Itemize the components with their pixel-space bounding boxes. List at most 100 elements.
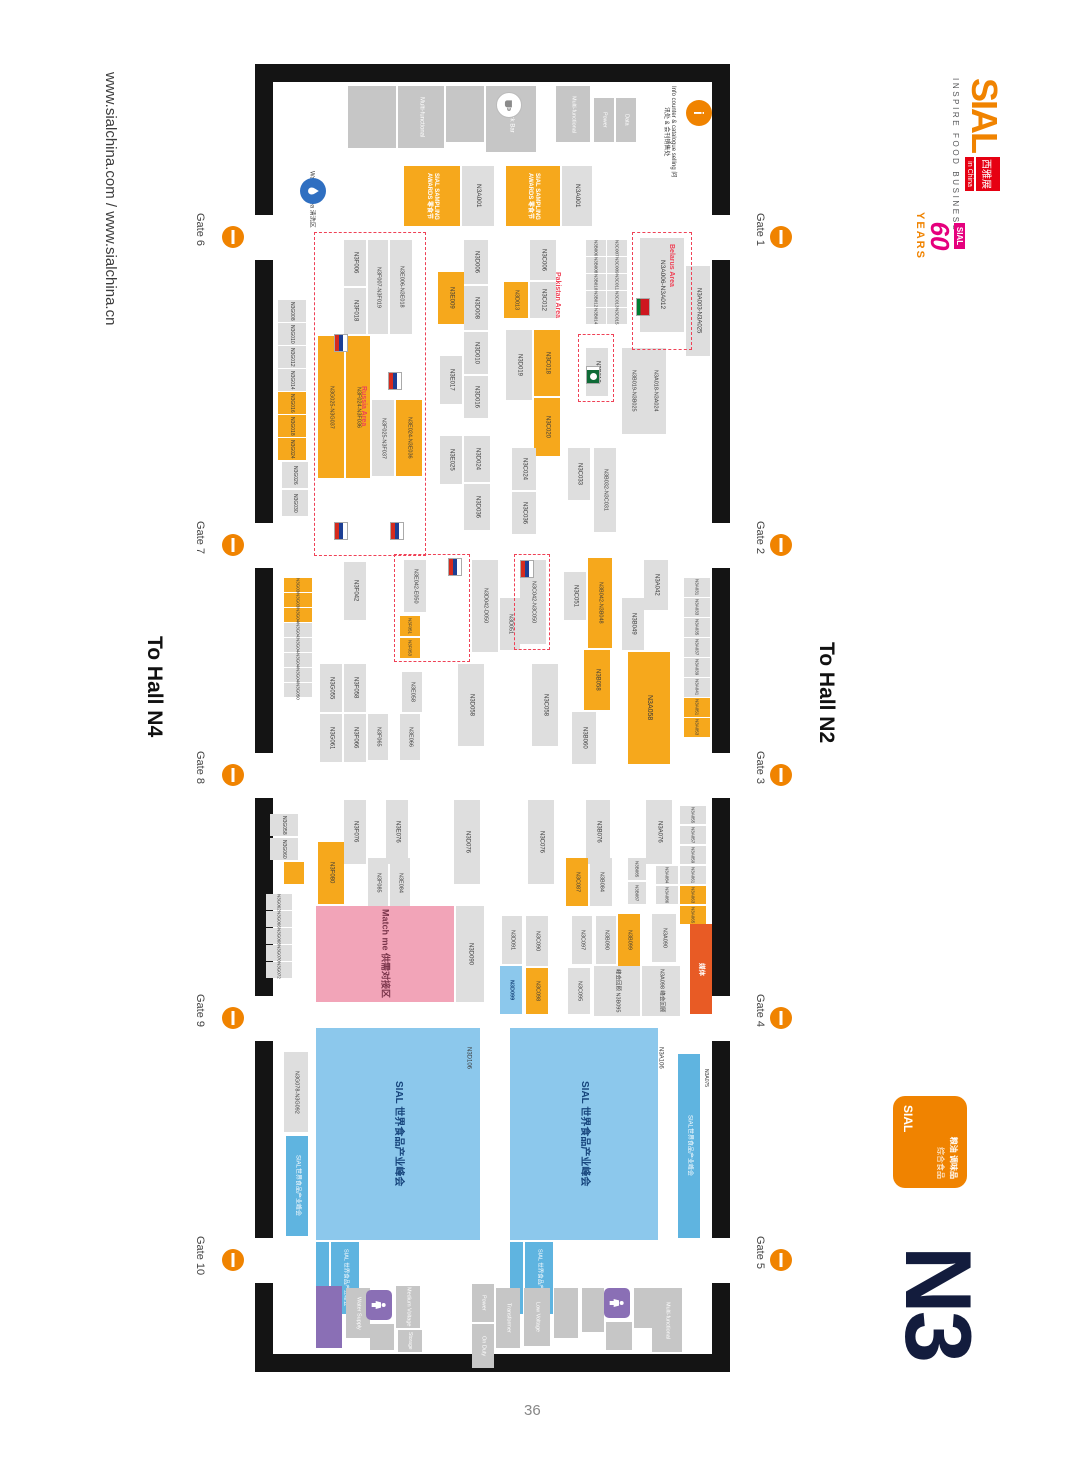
gate-icon [222,1249,244,1271]
booth: N3A059 [680,846,706,864]
page-number: 36 [524,1402,541,1419]
by-flag-icon [636,298,650,316]
hall-code-text: N3 [886,1245,991,1361]
booth: N3A090 [652,914,676,962]
wall-segment [712,260,730,523]
booth: N3D090 [456,906,484,1002]
booth: N3F066 [344,714,366,762]
booth: N3D058 [458,664,484,746]
website-url: www.sialchina.com / www.sialchina.cn [102,72,119,326]
booth: N3A053 [684,718,710,737]
booth: N3E009 [438,272,464,324]
booth: N3A061 [680,866,706,884]
hall-theme-badge: 粮油 调味品 综合食品 SIAL [893,1096,967,1188]
booth: N3E017 [440,356,462,404]
booth: N3F025-N3F037 [372,400,394,476]
booth: N3F051 [400,616,420,636]
booth: N3A018-N3A024 [644,348,666,434]
booth: N3G044 [284,638,312,655]
booth: N3G016 [278,392,306,414]
booth: N3A055 [680,806,706,824]
ru-flag-icon [520,560,534,578]
gate-label: Gate 2 [754,521,766,555]
booth: N3B087 [628,882,646,904]
wall-segment [255,64,273,215]
booth: SIAL世界食品产业峰会 [678,1054,700,1238]
wall-segment [712,798,730,996]
facility [316,1286,342,1348]
to-hall-n2-label: To Hall N2 [815,642,838,744]
facility [582,1288,604,1332]
gate-label: Gate 5 [754,1236,766,1270]
sial-logo-cn: 西雅展 [976,157,1000,192]
facility [606,1322,632,1350]
facility [634,1288,652,1328]
booth: N3G024 [278,438,306,460]
booth: N3B085 [628,858,646,880]
booth: N3A039 [684,658,710,677]
booth: N3C020 [534,398,560,456]
booth: N3E042-E050 [404,560,426,612]
booth: N3F065 [368,714,388,760]
booth: N3A084 [656,866,678,884]
gate-icon [222,764,244,786]
booth: N3B032-N3C031 [594,448,616,532]
ru-flag-icon [334,522,348,540]
to-hall-n4-label: To Hall N4 [143,636,166,738]
wall-segment [712,1041,730,1238]
booth: N3G055 [320,664,342,712]
sial-logo-in-china: in China [965,157,974,192]
ru-flag-icon [390,522,404,540]
facility [348,86,396,148]
sial-logo-red-block: 西雅展 in China [965,157,1000,192]
facility [370,1324,394,1350]
booth: N3A075 [703,1068,709,1088]
booth [284,862,304,884]
booth: N3C007 [607,240,627,257]
booth: N3A057 [680,826,706,844]
booth: N3G010 [278,323,306,345]
booth: N3A001 [562,166,592,226]
booth: N3C011 [607,274,627,290]
booth: N3C058 [532,664,558,746]
booth: N3G036 [284,578,312,595]
booth: N3G030 [282,490,308,516]
wall-segment [712,64,730,215]
booth: N3A086 [656,886,678,904]
facility: Multi-functional [556,86,590,142]
booth: N3C090 [526,916,548,966]
booth: N3G046 [284,653,312,670]
facility [554,1288,578,1338]
booth: N3G072 [266,962,292,979]
booth: N3A098 峰会回顾 [642,966,680,1016]
booth: N3A051 [684,698,710,717]
booth: N3D006 [464,240,488,284]
booth: N3E076 [386,800,408,864]
gate-icon [222,226,244,248]
gate-icon [222,534,244,556]
booth: N3C033 [568,448,590,500]
booth: N3B099 [618,914,640,966]
gate-icon [770,764,792,786]
booth: SIAL 世界食品产业峰会 [316,1028,480,1240]
wall-segment [712,1283,730,1372]
booth: N3A031 [684,578,710,597]
booth: N3D036 [464,484,490,530]
facility: Multi-functional [652,1288,682,1352]
ru-flag-icon [448,558,462,576]
booth: N3G058 [270,814,298,836]
booth: N3B012 [586,291,606,307]
booth: N3C012 [530,282,556,318]
booth: N3B019-N3B025 [622,348,644,434]
booth: N3D013 [504,282,528,318]
gate-label: Gate 9 [194,994,206,1028]
booth: N3A003-N3A025 [686,266,710,356]
booth: N3F007-N3F019 [368,240,388,334]
booth: N3G078-N3G092 [284,1052,308,1132]
booth: N3F076 [344,800,366,864]
booth: N3E066 [400,714,420,760]
pk-flag-icon [586,366,600,384]
gate-icon [222,1007,244,1029]
booth: N3A076 [646,800,672,864]
facility: Multi-functional [398,86,444,148]
